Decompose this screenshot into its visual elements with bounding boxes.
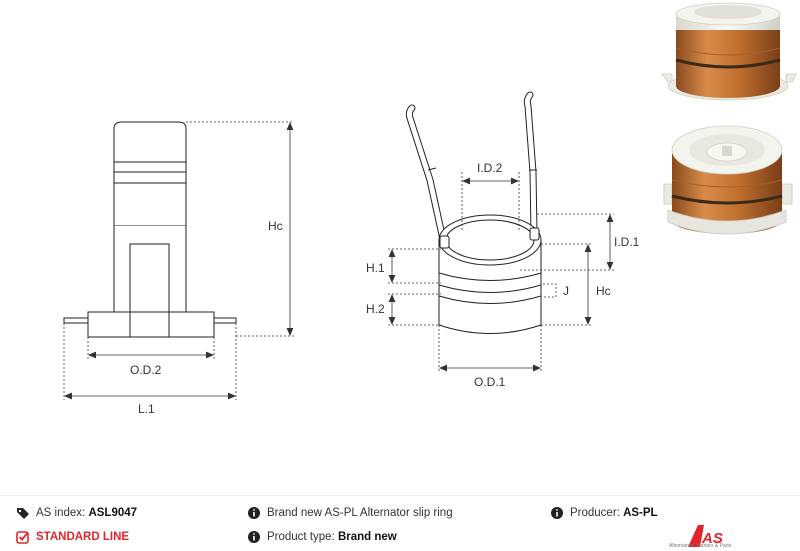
- producer-row: Producer: AS-PL: [550, 506, 658, 520]
- product-info-footer: AS index: ASL9047 STANDARD LINE Brand ne…: [0, 495, 800, 551]
- tag-icon: [17, 508, 29, 519]
- info-icon: [551, 507, 563, 519]
- h2-label: H.2: [366, 302, 385, 316]
- logo-text: AS: [701, 530, 723, 547]
- checkbox-icon: [16, 531, 29, 544]
- as-index-label: AS index:: [36, 507, 86, 519]
- description-row: Brand new AS-PL Alternator slip ring: [247, 506, 453, 520]
- as-pl-logo: AS: [688, 525, 723, 547]
- producer-value: AS-PL: [623, 507, 658, 519]
- id1-label: I.D.1: [614, 235, 640, 249]
- description-text: Brand new AS-PL Alternator slip ring: [267, 507, 453, 519]
- logo-subtext: Alternators, Starters & Parts: [669, 543, 732, 549]
- standard-line-row: STANDARD LINE: [16, 530, 129, 544]
- info-icon: [248, 531, 260, 543]
- product-type-label: Product type:: [267, 531, 335, 543]
- id2-label: I.D.2: [477, 161, 503, 175]
- producer-label: Producer:: [570, 507, 620, 519]
- product-photo-top: [661, 2, 797, 101]
- as-index-row: AS index: ASL9047: [16, 506, 137, 520]
- od1-label: O.D.1: [474, 375, 506, 389]
- product-photo-bottom: [663, 125, 793, 235]
- isometric-view-dimensions: [388, 172, 614, 372]
- hc-label-right: Hc: [596, 284, 611, 298]
- standard-line-label: STANDARD LINE: [36, 531, 130, 543]
- info-icon: [248, 507, 260, 519]
- od2-label: O.D.2: [130, 363, 162, 377]
- hc-label-left: Hc: [268, 219, 283, 233]
- product-type-value: Brand new: [337, 531, 397, 543]
- side-view-drawing: [63, 121, 237, 338]
- side-view-dimensions: [63, 121, 294, 400]
- product-type-row: Product type: Brand new: [247, 530, 397, 544]
- as-index-value: ASL9047: [88, 507, 138, 519]
- isometric-view-drawing: [405, 91, 542, 334]
- l1-label: L.1: [138, 402, 155, 416]
- j-label: J: [563, 284, 569, 298]
- h1-label: H.1: [366, 261, 385, 275]
